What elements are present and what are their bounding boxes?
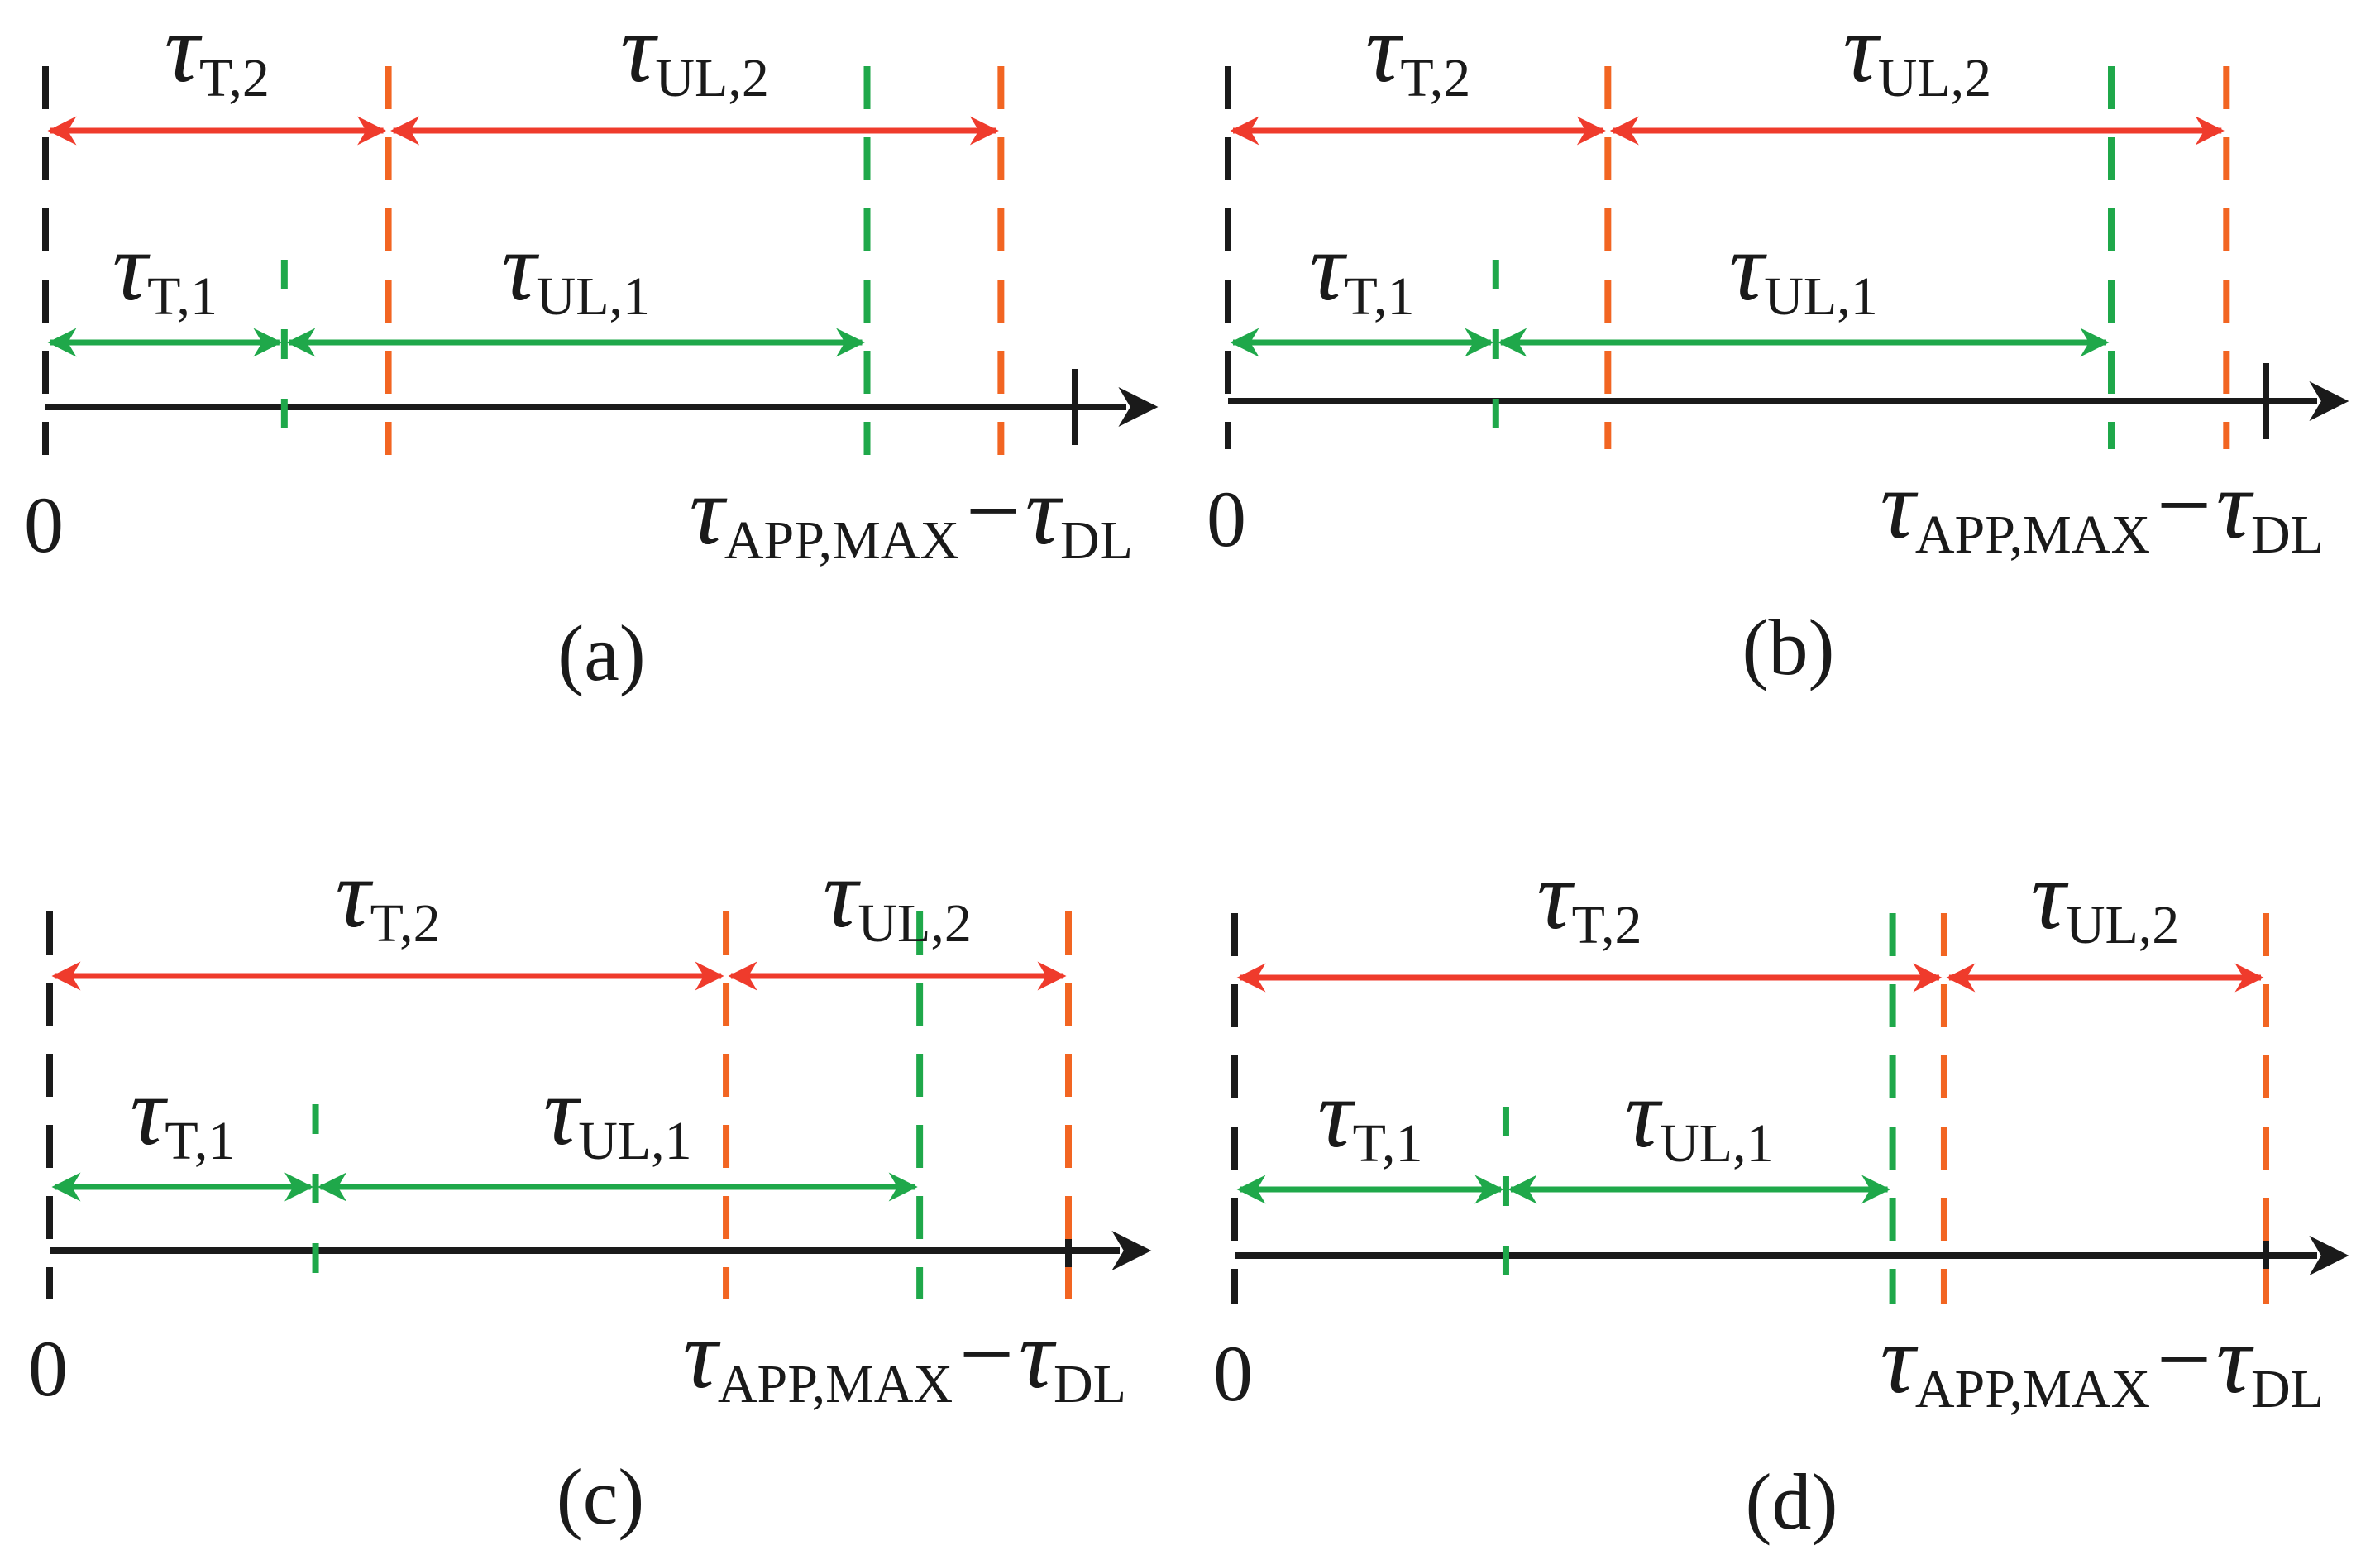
tau-ul2-label: τUL,2 — [2031, 841, 2180, 955]
panel-caption: (d) — [1746, 1457, 1838, 1546]
tau-ul2-label: τUL,2 — [620, 0, 769, 108]
tau-t1-label: τT,1 — [130, 1057, 235, 1171]
origin-label: 0 — [1213, 1329, 1253, 1418]
deadline-label: τAPP,MAX−τDL — [690, 457, 1133, 571]
panel-b: τT,1 τUL,1 τT,2 τUL,2 0 τAPP,MAX−τDL (b) — [1207, 0, 2349, 691]
tau-t2-label: τT,2 — [1536, 841, 1642, 955]
tau-t2-label: τT,2 — [165, 0, 270, 108]
panel-c: τT,1 τUL,1 τT,2 τUL,2 0 τAPP,MAX−τDL (c) — [28, 840, 1152, 1541]
deadline-label: τAPP,MAX−τDL — [683, 1300, 1126, 1414]
tau-ul2-label: τUL,2 — [823, 840, 972, 954]
tau-ul1-label: τUL,1 — [501, 213, 650, 327]
tau-ul1-label: τUL,1 — [543, 1057, 692, 1171]
tau-t1-label: τT,1 — [1317, 1060, 1422, 1174]
tau-t1-label: τT,1 — [112, 213, 217, 327]
deadline-label: τAPP,MAX−τDL — [1881, 1305, 2324, 1419]
deadline-label: τAPP,MAX−τDL — [1881, 451, 2324, 565]
panel-caption: (a) — [557, 609, 646, 697]
panel-a: τT,1 τUL,1 τT,2 τUL,2 0 τAPP,MAX−τDL (a) — [24, 0, 1159, 697]
tau-t2-label: τT,2 — [335, 840, 440, 954]
origin-label: 0 — [1207, 475, 1246, 563]
tau-ul2-label: τUL,2 — [1842, 0, 1991, 108]
tau-t2-label: τT,2 — [1365, 0, 1470, 108]
panel-caption: (b) — [1742, 603, 1835, 691]
panel-caption: (c) — [557, 1452, 645, 1541]
panel-d: τT,1 τUL,1 τT,2 τUL,2 0 τAPP,MAX−τDL (d) — [1213, 841, 2349, 1546]
origin-label: 0 — [24, 481, 64, 569]
tau-ul1-label: τUL,1 — [1625, 1060, 1774, 1174]
origin-label: 0 — [28, 1324, 68, 1413]
tau-t1-label: τT,1 — [1309, 213, 1414, 327]
tau-ul1-label: τUL,1 — [1729, 213, 1878, 327]
